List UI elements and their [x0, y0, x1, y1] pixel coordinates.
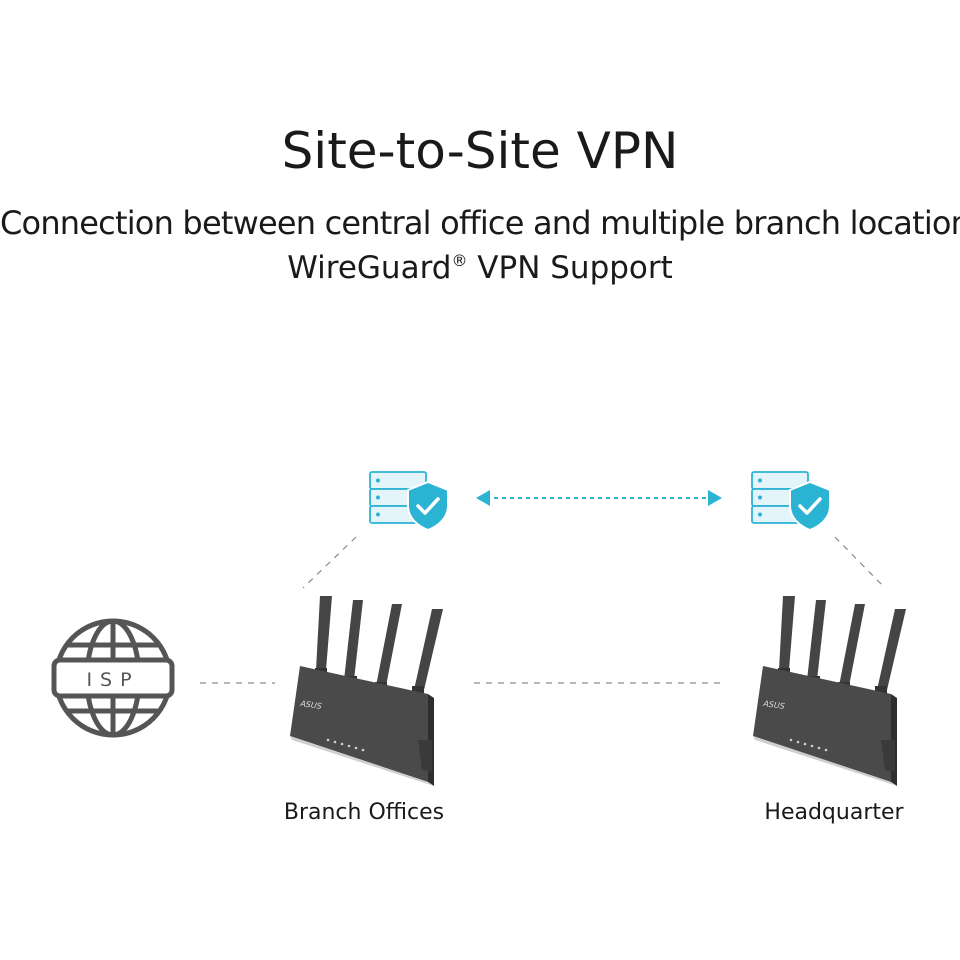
isp-label: ISP: [86, 669, 139, 691]
page-title: Site-to-Site VPN: [281, 122, 679, 180]
wireguard-name: WireGuard: [287, 250, 452, 286]
hq-router-brand: ASUS: [762, 699, 786, 711]
branch-offices-label: Branch Offices: [283, 800, 445, 825]
headquarter-label: Headquarter: [764, 800, 904, 825]
registered-mark: ®: [451, 251, 468, 270]
branch-router-brand: ASUS: [299, 699, 323, 711]
branch-to-vpn-line: [302, 536, 357, 589]
hq-router-icon: [753, 596, 906, 786]
hq-server-shield-icon: [751, 471, 831, 532]
branch-router-icon: [290, 596, 443, 786]
page-subtitle: Connection between central office and mu…: [0, 204, 960, 242]
vpn-support-text: WireGuard® VPN Support: [0, 250, 960, 286]
isp-globe-icon: [51, 618, 175, 738]
vpn-support-suffix: VPN Support: [467, 250, 673, 286]
hq-to-vpn-line: [834, 536, 886, 589]
branch-server-shield-icon: [369, 471, 449, 532]
